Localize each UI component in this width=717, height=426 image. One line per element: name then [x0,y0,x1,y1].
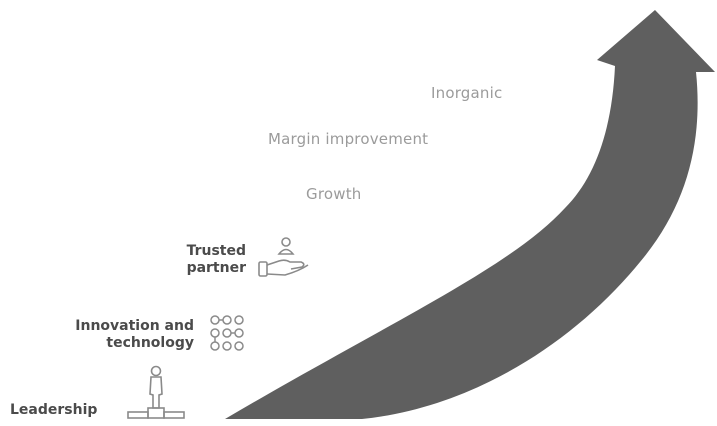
trusted-partner-line1: Trusted [186,243,246,259]
podium-figure-icon [127,365,185,419]
stage-label-inorganic: Inorganic [431,84,503,102]
stage-label-growth: Growth [306,185,362,203]
stage-label-leadership: Leadership [10,402,98,418]
innovation-line1: Innovation and [75,318,194,334]
stage-label-innovation-technology: Innovation and technology [56,318,194,352]
growth-arrow-shape [225,10,715,419]
innovation-line2: technology [106,335,194,351]
circles-grid-icon [210,315,244,351]
hand-person-icon [258,237,309,277]
stage-label-trusted-partner: Trusted partner [176,243,246,277]
stage-label-margin-improvement: Margin improvement [268,130,429,148]
trusted-partner-line2: partner [186,260,246,276]
